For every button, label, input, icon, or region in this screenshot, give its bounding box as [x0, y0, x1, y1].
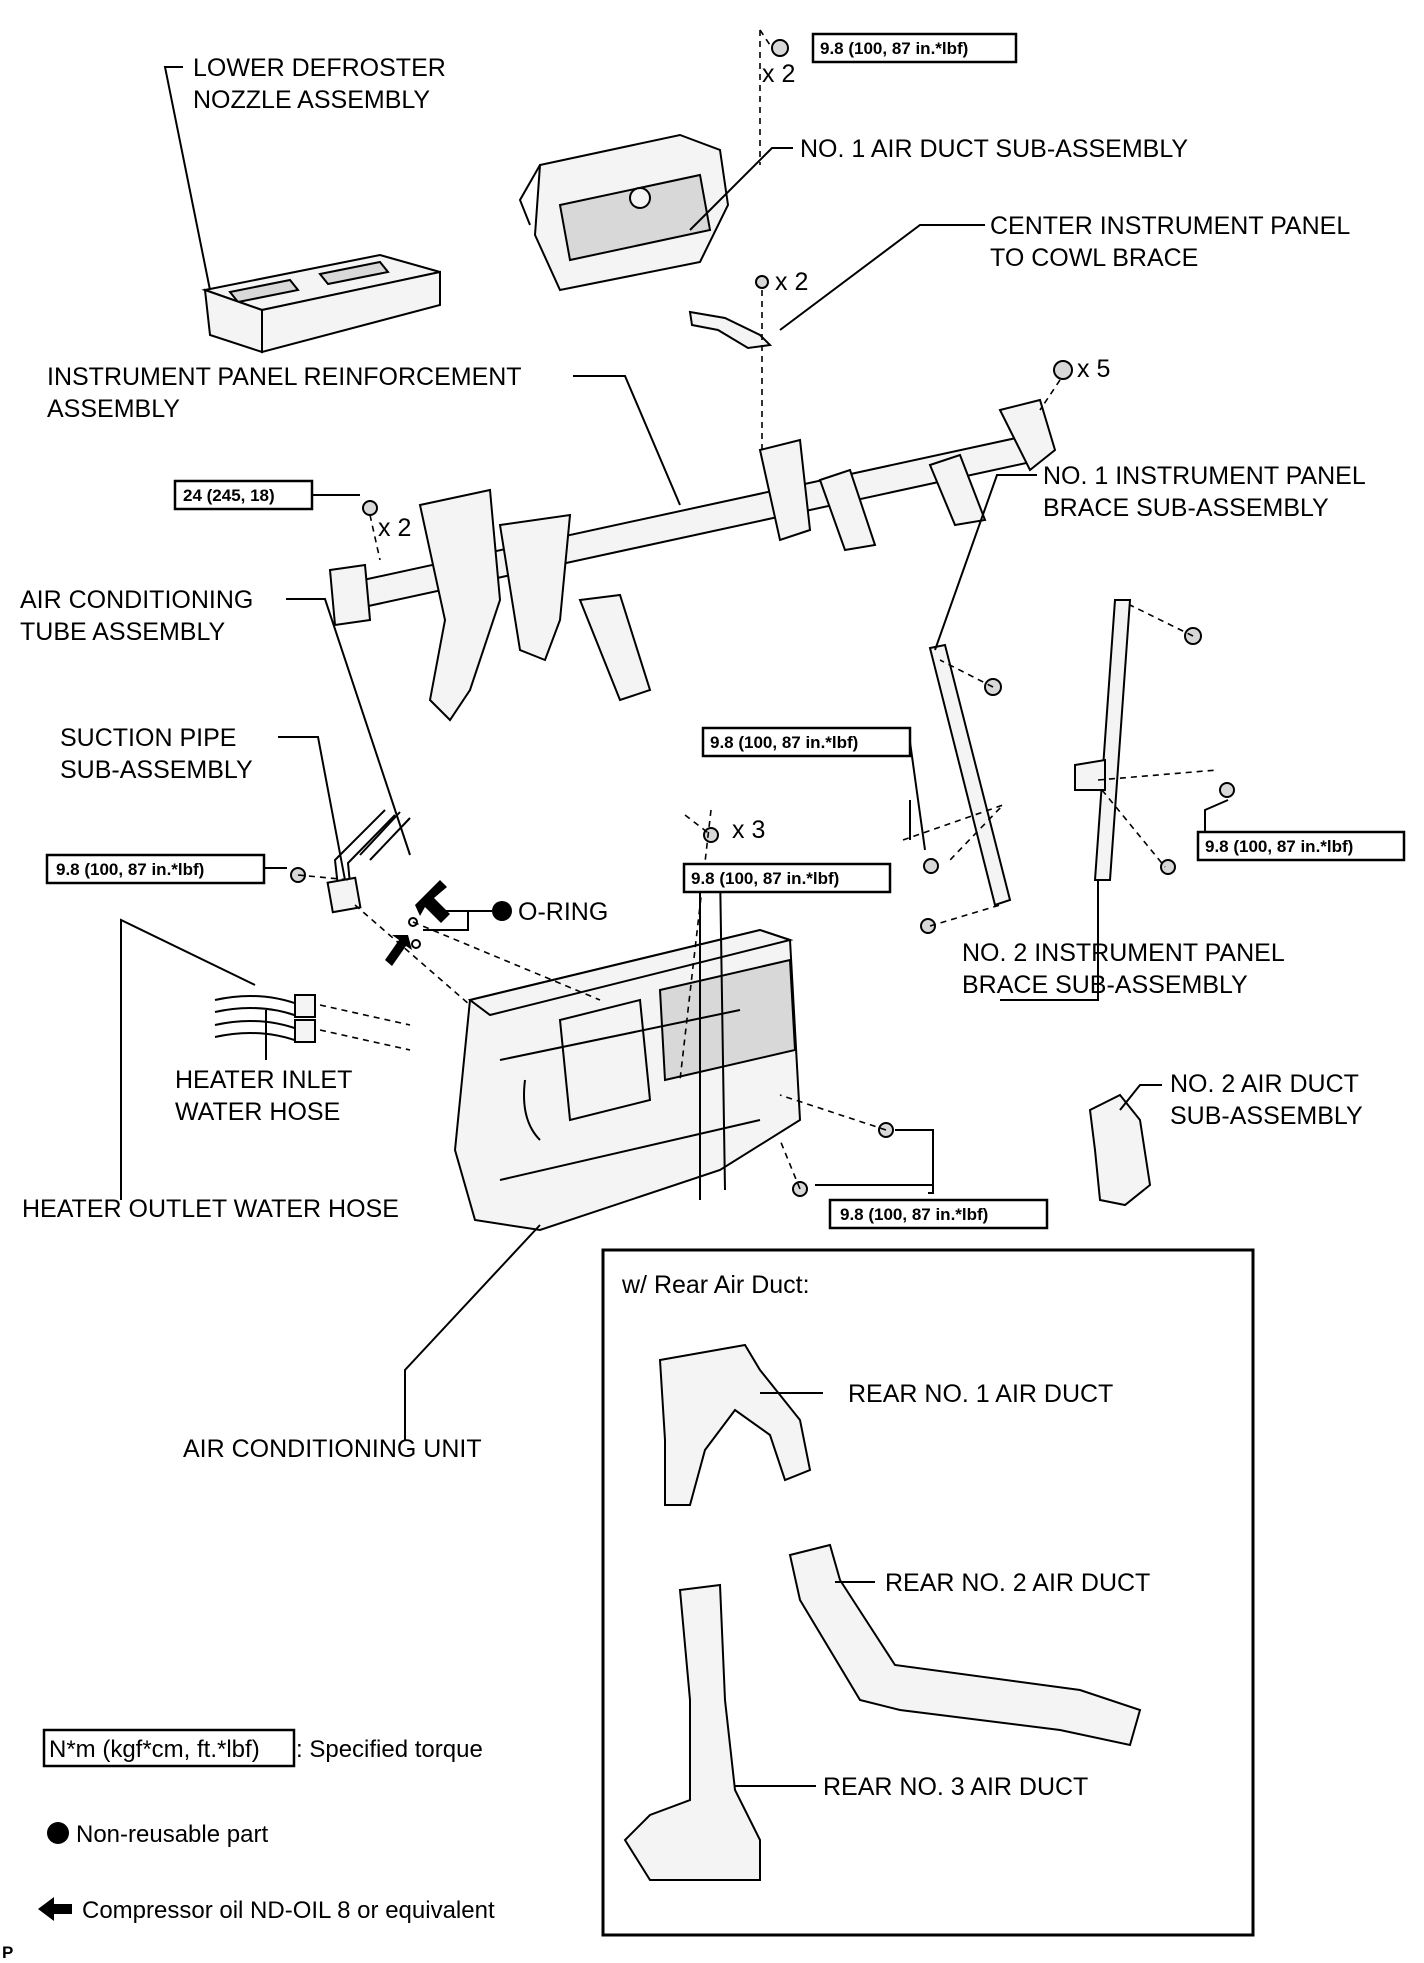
no1-brace-label-2: BRACE SUB-ASSEMBLY	[1043, 494, 1329, 522]
reinforcement-label-1: INSTRUMENT PANEL REINFORCEMENT	[47, 363, 522, 391]
compressor-oil-arrows	[385, 880, 450, 966]
svg-text:9.8 (100, 87 in.*lbf): 9.8 (100, 87 in.*lbf)	[840, 1205, 988, 1224]
center-brace-shape	[688, 310, 773, 350]
torque-box-no1-brace: 9.8 (100, 87 in.*lbf)	[701, 726, 912, 758]
non-reusable-dot	[47, 1822, 69, 1844]
suction-pipe-shape	[326, 809, 411, 914]
no1-air-duct-shape	[518, 133, 730, 292]
rear-no2-duct-shape	[788, 1543, 1142, 1747]
qty-reinforcement-right: x 5	[1077, 355, 1110, 383]
heater-inlet-label-1: HEATER INLET	[175, 1066, 352, 1094]
rear-no3-duct-shape	[623, 1583, 761, 1881]
torque-box-no2-brace: 9.8 (100, 87 in.*lbf)	[1196, 830, 1406, 862]
torque-box-unit-top: 9.8 (100, 87 in.*lbf)	[682, 862, 892, 894]
reinforcement-shape	[328, 398, 1057, 722]
rear-no1-duct-shape	[658, 1343, 812, 1506]
no2-brace-label-2: BRACE SUB-ASSEMBLY	[962, 971, 1248, 999]
ac-unit-shape	[453, 869, 802, 1232]
qty-brace-bolts: x 2	[775, 268, 808, 296]
rear-no3-label: REAR NO. 3 AIR DUCT	[823, 1773, 1088, 1801]
no2-air-duct-label-1: NO. 2 AIR DUCT	[1170, 1070, 1359, 1098]
lower-defroster-label-2: NOZZLE ASSEMBLY	[193, 86, 430, 114]
no2-air-duct-label-2: SUB-ASSEMBLY	[1170, 1102, 1363, 1130]
svg-text:24 (245, 18): 24 (245, 18)	[183, 486, 275, 505]
no2-air-duct-shape	[1088, 1093, 1152, 1207]
legend-torque-units: N*m (kgf*cm, ft.*lbf)	[49, 1736, 260, 1763]
legend-torque-box	[42, 1728, 296, 1768]
torque-box-reinforcement: 24 (245, 18)	[173, 479, 314, 511]
legend-non-reusable: Non-reusable part	[76, 1821, 268, 1848]
rear-air-duct-panel: w/ Rear Air Duct: REAR NO. 1 AIR DUCT RE…	[601, 1248, 1255, 1937]
o-ring-dot	[492, 901, 512, 921]
heater-outlet-label: HEATER OUTLET WATER HOSE	[22, 1195, 399, 1223]
torque-box-unit-bottom: 9.8 (100, 87 in.*lbf)	[828, 1198, 1049, 1230]
svg-text:9.8 (100, 87 in.*lbf): 9.8 (100, 87 in.*lbf)	[820, 39, 968, 58]
torque-box-suction-pipe: 9.8 (100, 87 in.*lbf)	[45, 853, 266, 885]
svg-text:9.8 (100, 87 in.*lbf): 9.8 (100, 87 in.*lbf)	[56, 860, 204, 879]
no2-brace-shape	[1074, 599, 1132, 881]
svg-text:9.8 (100, 87 in.*lbf): 9.8 (100, 87 in.*lbf)	[710, 733, 858, 752]
torque-box-duct: 9.8 (100, 87 in.*lbf)	[811, 32, 1018, 64]
lower-defroster-nozzle-shape	[201, 253, 441, 354]
legend: N*m (kgf*cm, ft.*lbf) : Specified torque…	[2, 1728, 495, 1962]
no1-air-duct-label: NO. 1 AIR DUCT SUB-ASSEMBLY	[800, 135, 1188, 163]
suction-pipe-label-1: SUCTION PIPE	[60, 724, 236, 752]
center-brace-label-2: TO COWL BRACE	[990, 244, 1198, 272]
legend-torque-text: : Specified torque	[296, 1736, 483, 1763]
svg-text:9.8 (100, 87 in.*lbf): 9.8 (100, 87 in.*lbf)	[691, 869, 839, 888]
lower-defroster-label-1: LOWER DEFROSTER	[193, 54, 446, 82]
rear-no1-label: REAR NO. 1 AIR DUCT	[848, 1380, 1113, 1408]
leader-lines	[120, 66, 1229, 1787]
qty-duct-bolts: x 2	[762, 60, 795, 88]
suction-pipe-label-2: SUB-ASSEMBLY	[60, 756, 253, 784]
legend-compressor-oil: Compressor oil ND-OIL 8 or equivalent	[82, 1897, 495, 1924]
rear-no2-label: REAR NO. 2 AIR DUCT	[885, 1569, 1150, 1597]
qty-unit-bolts: x 3	[732, 816, 765, 844]
ac-unit-label: AIR CONDITIONING UNIT	[183, 1435, 482, 1463]
qty-reinforcement-left: x 2	[378, 514, 411, 542]
no2-brace-label-1: NO. 2 INSTRUMENT PANEL	[962, 939, 1285, 967]
no1-brace-label-1: NO. 1 INSTRUMENT PANEL	[1043, 462, 1366, 490]
quantity-labels: x 2 x 2 x 5 x 2 x 3	[378, 60, 1110, 844]
svg-text:9.8 (100, 87 in.*lbf): 9.8 (100, 87 in.*lbf)	[1205, 837, 1353, 856]
dashed-alignment-lines	[297, 29, 1218, 1190]
ac-tube-label-1: AIR CONDITIONING	[20, 586, 253, 614]
reinforcement-label-2: ASSEMBLY	[47, 395, 180, 423]
center-brace-label-1: CENTER INSTRUMENT PANEL	[990, 212, 1350, 240]
heater-inlet-label-2: WATER HOSE	[175, 1098, 340, 1126]
o-ring-label: O-RING	[518, 898, 608, 926]
compressor-oil-arrow-icon	[38, 1897, 72, 1921]
torque-specs: 9.8 (100, 87 in.*lbf) 24 (245, 18) 9.8 (…	[45, 32, 1406, 1230]
part-labels: LOWER DEFROSTER NOZZLE ASSEMBLY NO. 1 AI…	[20, 54, 1366, 1463]
no1-brace-shape	[928, 643, 1012, 907]
heater-hoses-shape	[214, 994, 316, 1043]
rear-box-title: w/ Rear Air Duct:	[621, 1271, 810, 1299]
corner-code: P	[2, 1943, 13, 1962]
ac-tube-label-2: TUBE ASSEMBLY	[20, 618, 225, 646]
